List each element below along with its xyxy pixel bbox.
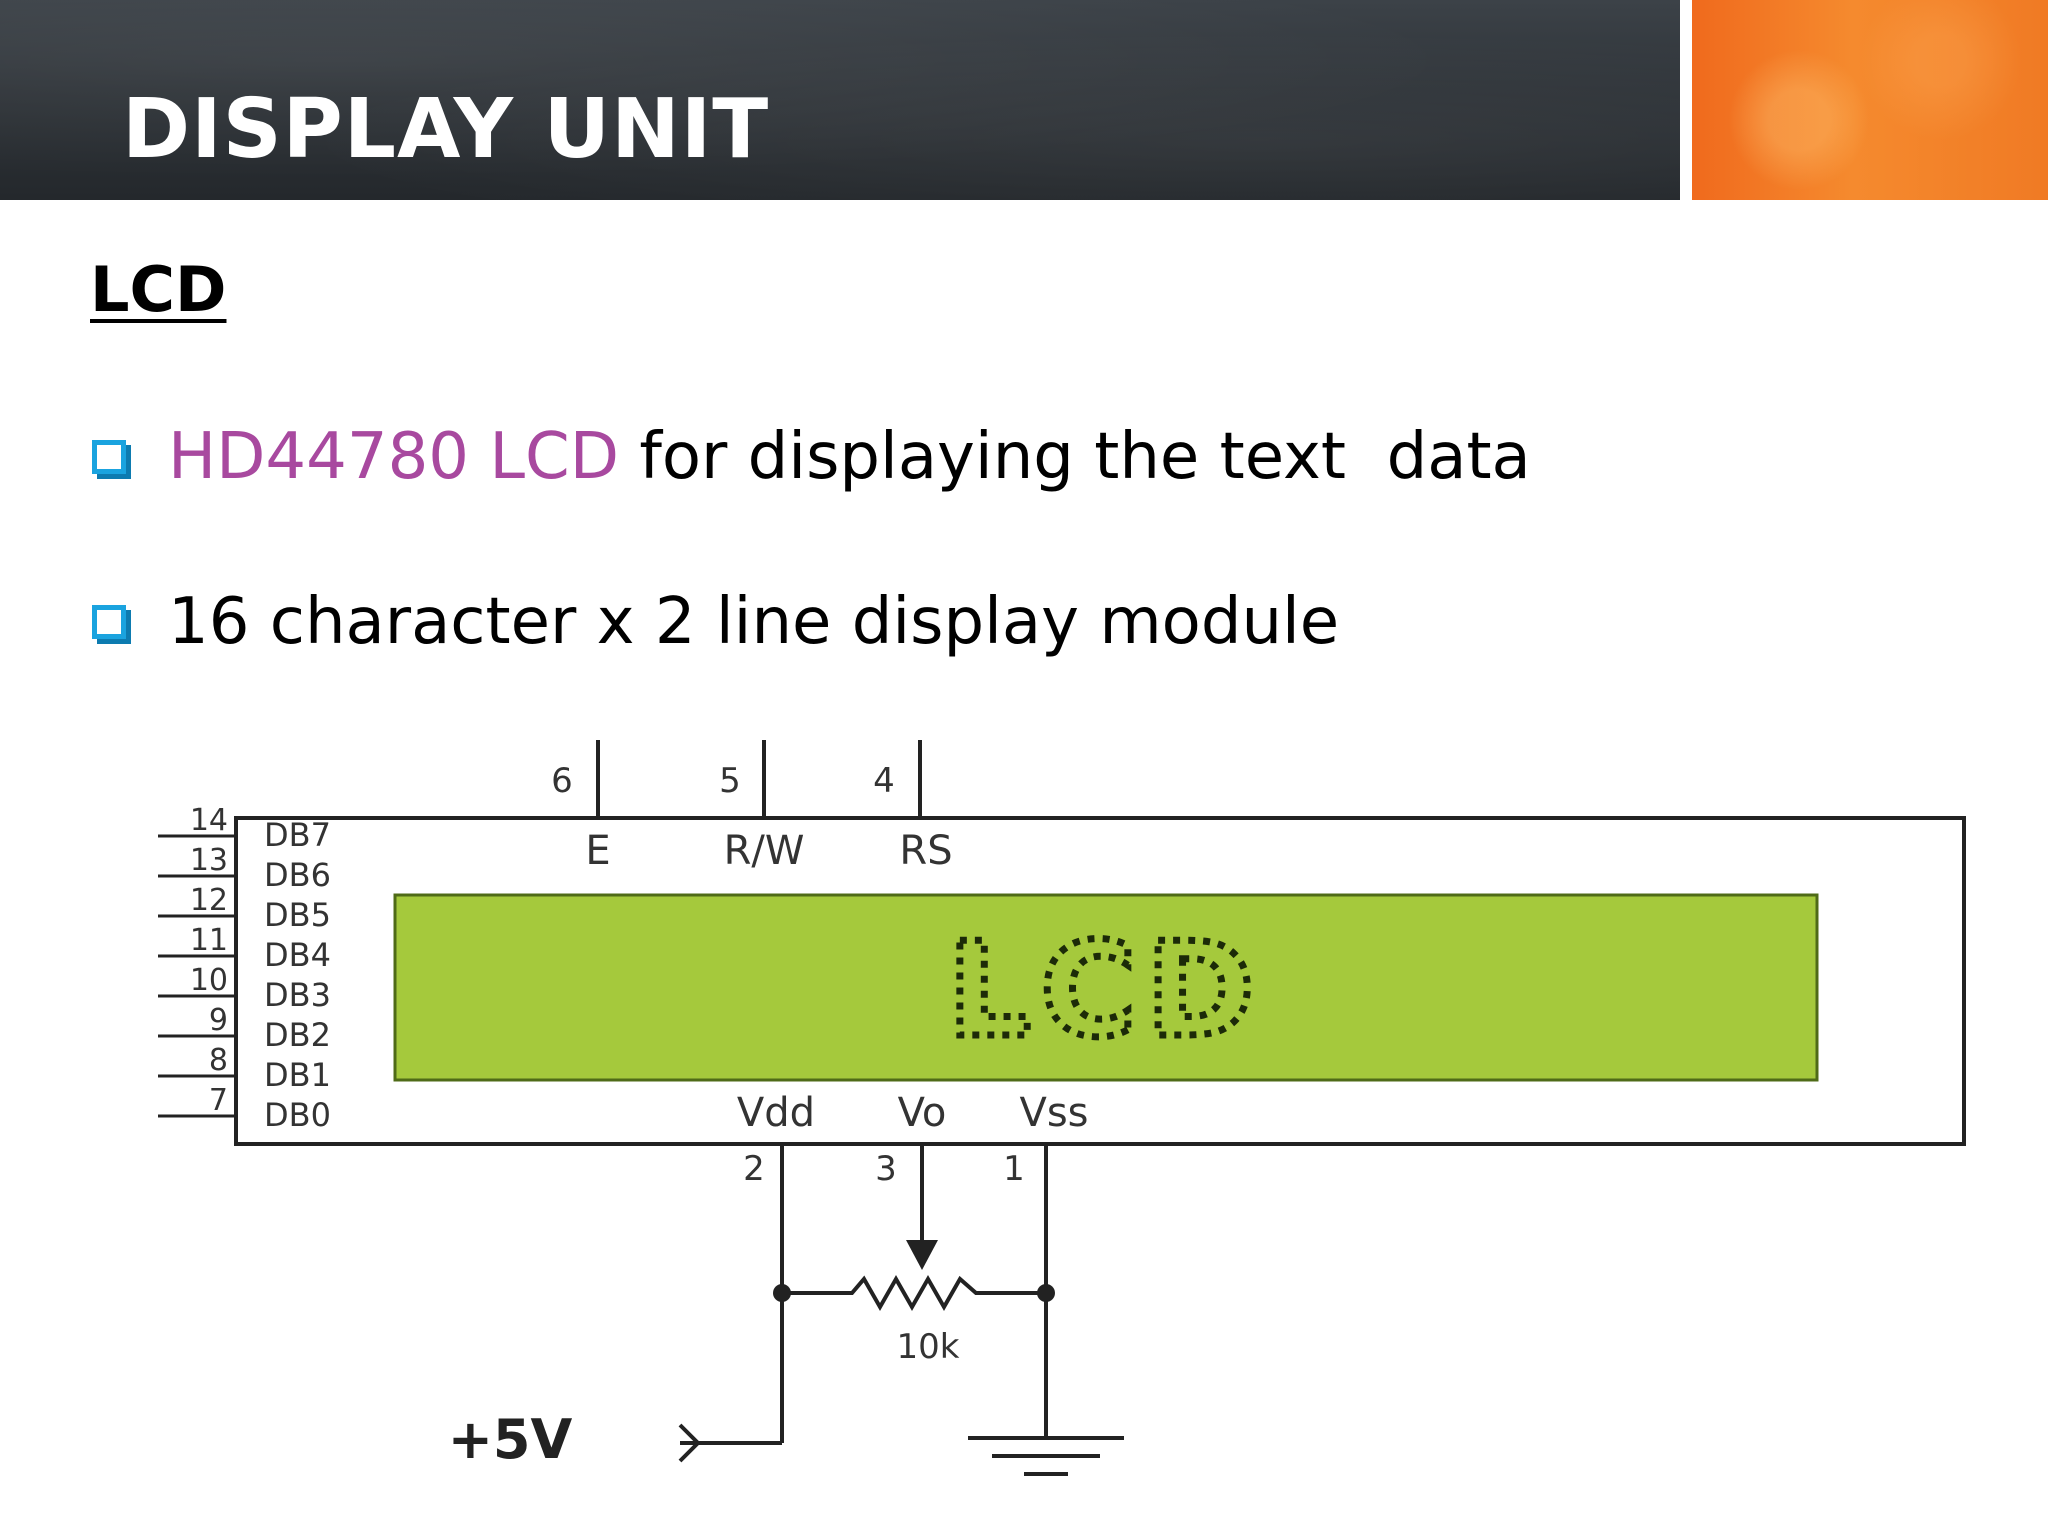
- data-pin-row: 8 DB1: [158, 1043, 331, 1094]
- pin-number: 1: [1003, 1149, 1025, 1189]
- bullet-highlight: HD44780 LCD: [168, 420, 619, 494]
- ground-icon: [968, 1436, 1124, 1476]
- title-accent-block: [1692, 0, 2048, 200]
- title-bar: [0, 0, 1680, 200]
- supply-label: +5V: [448, 1408, 573, 1471]
- data-pin-row: 14 DB7: [158, 803, 331, 854]
- pin-number: 8: [209, 1043, 228, 1078]
- pin-number: 5: [719, 761, 741, 801]
- bullet-text: for displaying the text data: [618, 420, 1531, 494]
- data-pin-row: 12 DB5: [158, 883, 331, 934]
- pin-label: DB1: [264, 1056, 331, 1094]
- data-pin-row: 9 DB2: [158, 1003, 331, 1054]
- potentiometer-icon: [773, 1274, 1055, 1312]
- data-pin-group: 14 DB7 13 DB6 12 DB5 11 DB4 10 DB3 9 DB2 8 DB1 7 DB0: [158, 803, 331, 1134]
- bullet-item: HD44780 LCD for displaying the text data: [92, 420, 1531, 494]
- pin-number: 2: [743, 1149, 765, 1189]
- top-pin-rw: 5 R/W: [719, 740, 804, 874]
- pin-number: 11: [190, 923, 228, 958]
- top-pin-rs: 4 RS: [873, 740, 953, 874]
- checkbox-bullet-icon: [92, 440, 126, 474]
- vo-wire: 3: [875, 1144, 938, 1270]
- pin-number: 3: [875, 1149, 897, 1189]
- pin-label: DB7: [264, 816, 331, 854]
- lcd-screen: [393, 893, 1819, 1082]
- pin-number: 6: [551, 761, 573, 801]
- pin-number: 7: [209, 1083, 228, 1118]
- potentiometer-label: 10k: [897, 1327, 960, 1367]
- pin-label: DB2: [264, 1016, 331, 1054]
- pin-number: 4: [873, 761, 895, 801]
- bullet-text: 16 character x 2 line display module: [168, 585, 1340, 659]
- pin-label: R/W: [724, 828, 805, 874]
- pin-label: DB6: [264, 856, 331, 894]
- data-pin-row: 13 DB6: [158, 843, 331, 894]
- pin-number: 13: [190, 843, 228, 878]
- lcd-screen-text: LCD: [948, 914, 1264, 1066]
- data-pin-row: 11 DB4: [158, 923, 331, 974]
- vdd-wire: 2: [678, 1144, 784, 1463]
- section-heading: LCD: [90, 253, 227, 326]
- pin-label: DB4: [264, 936, 331, 974]
- pin-number: 10: [190, 963, 228, 998]
- pin-label: DB3: [264, 976, 331, 1014]
- top-pin-e: 6 E: [551, 740, 611, 874]
- pin-label-vo: Vo: [898, 1090, 947, 1136]
- checkbox-bullet-icon: [92, 605, 126, 639]
- slide-title: DISPLAY UNIT: [122, 82, 770, 177]
- pin-label: DB0: [264, 1096, 331, 1134]
- bullet-item: 16 character x 2 line display module: [92, 585, 1339, 659]
- pin-label-vss: Vss: [1019, 1090, 1088, 1136]
- pin-number: 12: [190, 883, 228, 918]
- pin-label: RS: [899, 828, 952, 874]
- pin-label: DB5: [264, 896, 331, 934]
- pin-label-vdd: Vdd: [737, 1090, 815, 1136]
- pin-number: 14: [190, 803, 228, 838]
- data-pin-row: 7 DB0: [158, 1083, 331, 1134]
- pin-label: E: [585, 828, 610, 874]
- pin-number: 9: [209, 1003, 228, 1038]
- data-pin-row: 10 DB3: [158, 963, 331, 1014]
